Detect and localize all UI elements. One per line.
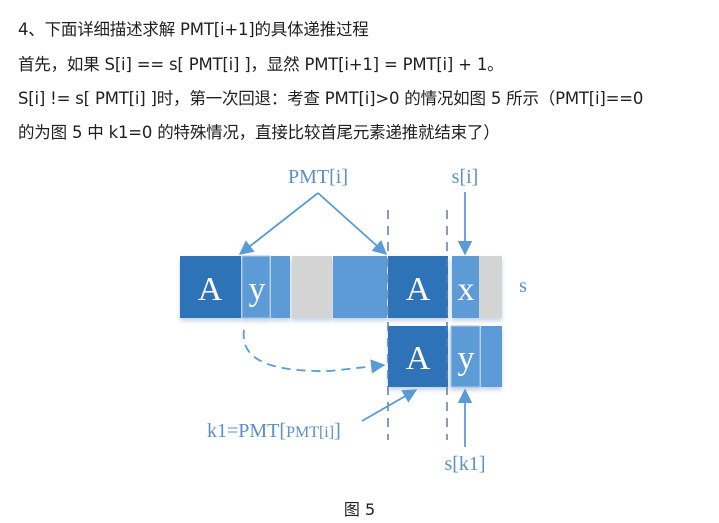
figure-caption: 图 5 bbox=[343, 500, 376, 519]
arrow-pmt-left-icon bbox=[238, 192, 319, 255]
label-k1: k1=PMT[PMT[i]] bbox=[207, 420, 341, 442]
cell-s-tail bbox=[479, 256, 502, 318]
paragraph-case-equal: 首先，如果 S[i] == s[ PMT[i] ]，显然 PMT[i+1] = … bbox=[18, 55, 504, 74]
arrow-pmt-right-icon bbox=[317, 192, 388, 255]
paragraph-special-case: 的为图 5 中 k1=0 的特殊情况，直接比较首尾元素递推就结束了） bbox=[18, 123, 500, 142]
cell-prefix-y bbox=[450, 325, 481, 388]
cell-label-A: A bbox=[198, 271, 223, 308]
cell-prefix-rest bbox=[481, 326, 502, 387]
cell-s-suffix-rest bbox=[333, 256, 387, 318]
label-pmt-i: PMT[i] bbox=[288, 166, 348, 188]
row-label-s: s bbox=[519, 275, 527, 297]
cell-s-prefix-A bbox=[180, 256, 241, 318]
paragraph-case-not-equal: S[i] != s[ PMT[i] ]时，第一次回退：考查 PMT[i]>0 的… bbox=[18, 89, 644, 108]
cell-label-y: y bbox=[249, 271, 266, 308]
cell-s-prefix-rest bbox=[271, 256, 290, 318]
cell-label-x: x bbox=[458, 271, 475, 308]
arrow-k1-icon bbox=[361, 389, 418, 422]
cell-label-A: A bbox=[406, 340, 431, 377]
heading-step-4: 4、下面详细描述求解 PMT[i+1]的具体递推过程 bbox=[18, 20, 369, 39]
cell-prefix-A bbox=[388, 326, 448, 387]
string-prefix-row bbox=[388, 325, 502, 388]
cell-s-x bbox=[452, 256, 479, 318]
string-s-row bbox=[180, 255, 502, 319]
cell-s-suffix-A bbox=[388, 256, 448, 318]
cell-label-A: A bbox=[406, 271, 431, 308]
cell-s-gap bbox=[292, 256, 332, 318]
arrow-shift-curve-icon bbox=[242, 329, 386, 374]
label-s-k1: s[k1] bbox=[444, 453, 485, 475]
label-s-i: s[i] bbox=[452, 166, 479, 188]
cell-label-y: y bbox=[458, 340, 475, 377]
cell-s-prefix-y bbox=[241, 255, 271, 319]
